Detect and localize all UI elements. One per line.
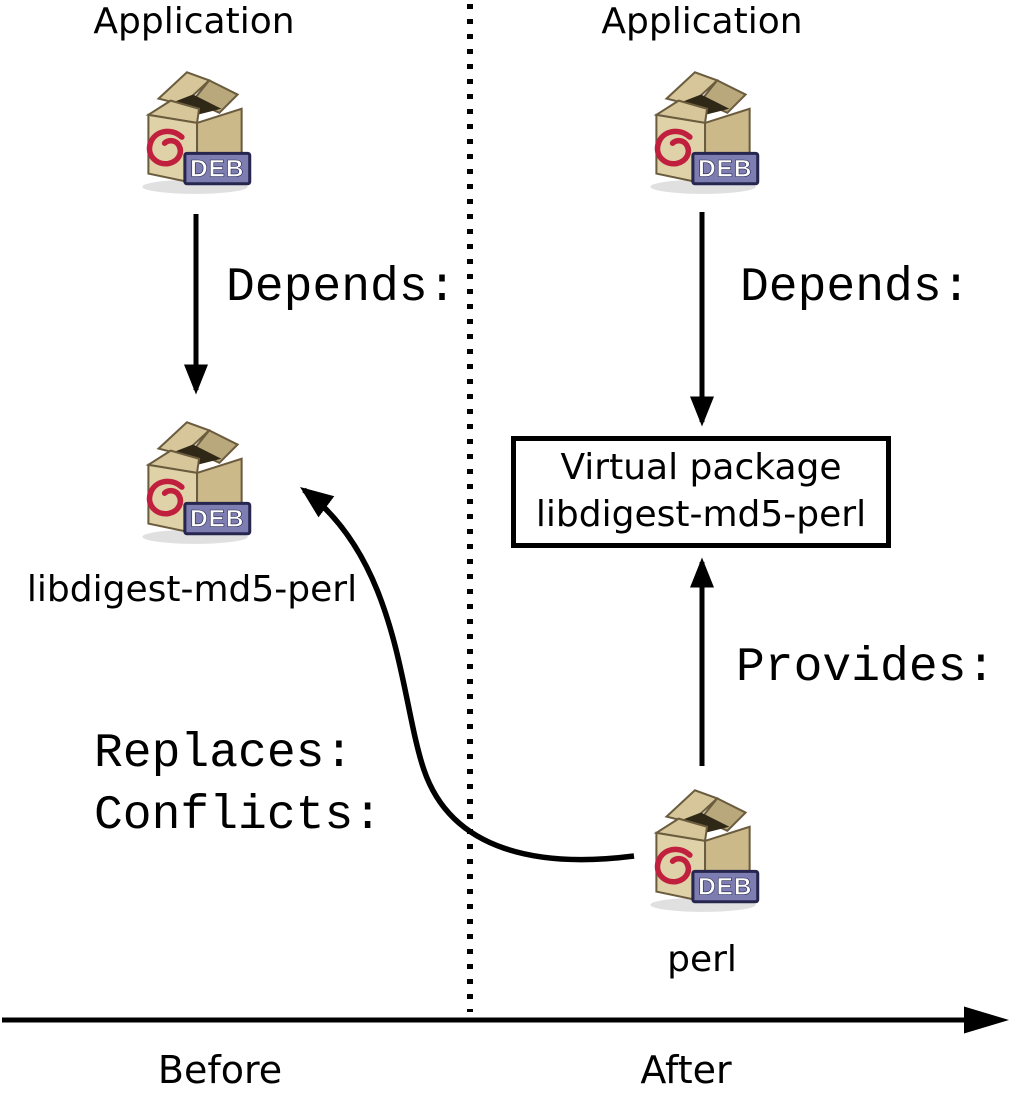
- deb-package-icon-perl: [626, 770, 778, 922]
- depends-label-after: Depends:: [740, 261, 971, 315]
- application-label-after: Application: [601, 1, 803, 42]
- perl-package-label: perl: [667, 939, 737, 980]
- virtual-package-line2: libdigest-md5-perl: [535, 494, 867, 535]
- virtual-package-box: Virtual package libdigest-md5-perl: [511, 436, 891, 548]
- axis-label-after: After: [640, 1048, 732, 1092]
- libdigest-package-label: libdigest-md5-perl: [26, 569, 358, 610]
- replaces-label: Replaces:: [94, 727, 354, 781]
- conflicts-label: Conflicts:: [94, 789, 383, 843]
- deb-package-icon-application-after: [626, 52, 778, 204]
- application-label-before: Application: [93, 1, 295, 42]
- axis-label-before: Before: [157, 1048, 283, 1092]
- virtual-package-line1: Virtual package: [560, 447, 842, 489]
- provides-label: Provides:: [736, 641, 996, 695]
- replaces-conflicts-arrow: [300, 487, 635, 863]
- deb-package-icon-application-before: [118, 52, 270, 204]
- depends-label-before: Depends:: [226, 261, 457, 315]
- deb-package-icon-libdigest: [118, 402, 270, 554]
